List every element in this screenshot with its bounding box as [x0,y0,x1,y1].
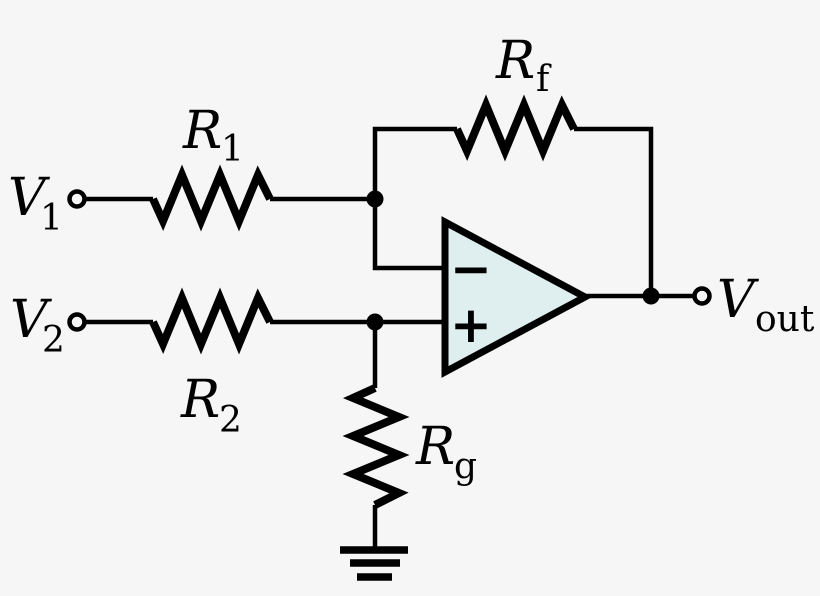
label-vout-sub: out [755,299,815,340]
label-v2-main: V [10,290,52,350]
label-rf: R f [495,31,552,100]
inverting-input-minus-sign: − [450,240,492,298]
resistor-r1-symbol [149,164,274,232]
label-v2: V 2 [10,290,65,361]
label-v1-main: V [8,168,50,228]
label-rg-sub: g [454,446,477,487]
label-rf-main: R [495,31,535,91]
terminal-v1 [67,189,87,209]
label-r2-sub: 2 [219,400,242,441]
wire-node-to-inverting-input [372,199,444,271]
label-v1-sub: 1 [40,198,63,239]
label-v2-sub: 2 [42,320,65,361]
label-rf-sub: f [536,59,552,100]
label-r1-main: R [182,101,222,161]
ground-symbol [340,546,408,581]
label-vout: V out [717,270,815,340]
wire-rf-to-output [574,126,654,296]
label-rg-main: R [415,417,455,477]
terminal-vout [692,286,712,306]
opamp-triangle [441,216,593,378]
label-rg: R g [415,417,477,487]
junction-dot-output [642,287,660,305]
wire-node-to-rf [372,126,457,199]
label-vout-main: V [717,270,759,330]
terminal-v2 [67,312,87,332]
resistor-r2-symbol [149,287,274,355]
resistor-rg-symbol [342,384,410,509]
noninverting-input-plus-sign: + [450,296,492,354]
resistor-rf-symbol [453,94,578,162]
label-r1: R 1 [182,101,244,170]
label-r2-main: R [180,370,220,430]
label-v1: V 1 [8,168,63,239]
label-r1-sub: 1 [221,129,244,170]
label-r2: R 2 [180,370,242,441]
